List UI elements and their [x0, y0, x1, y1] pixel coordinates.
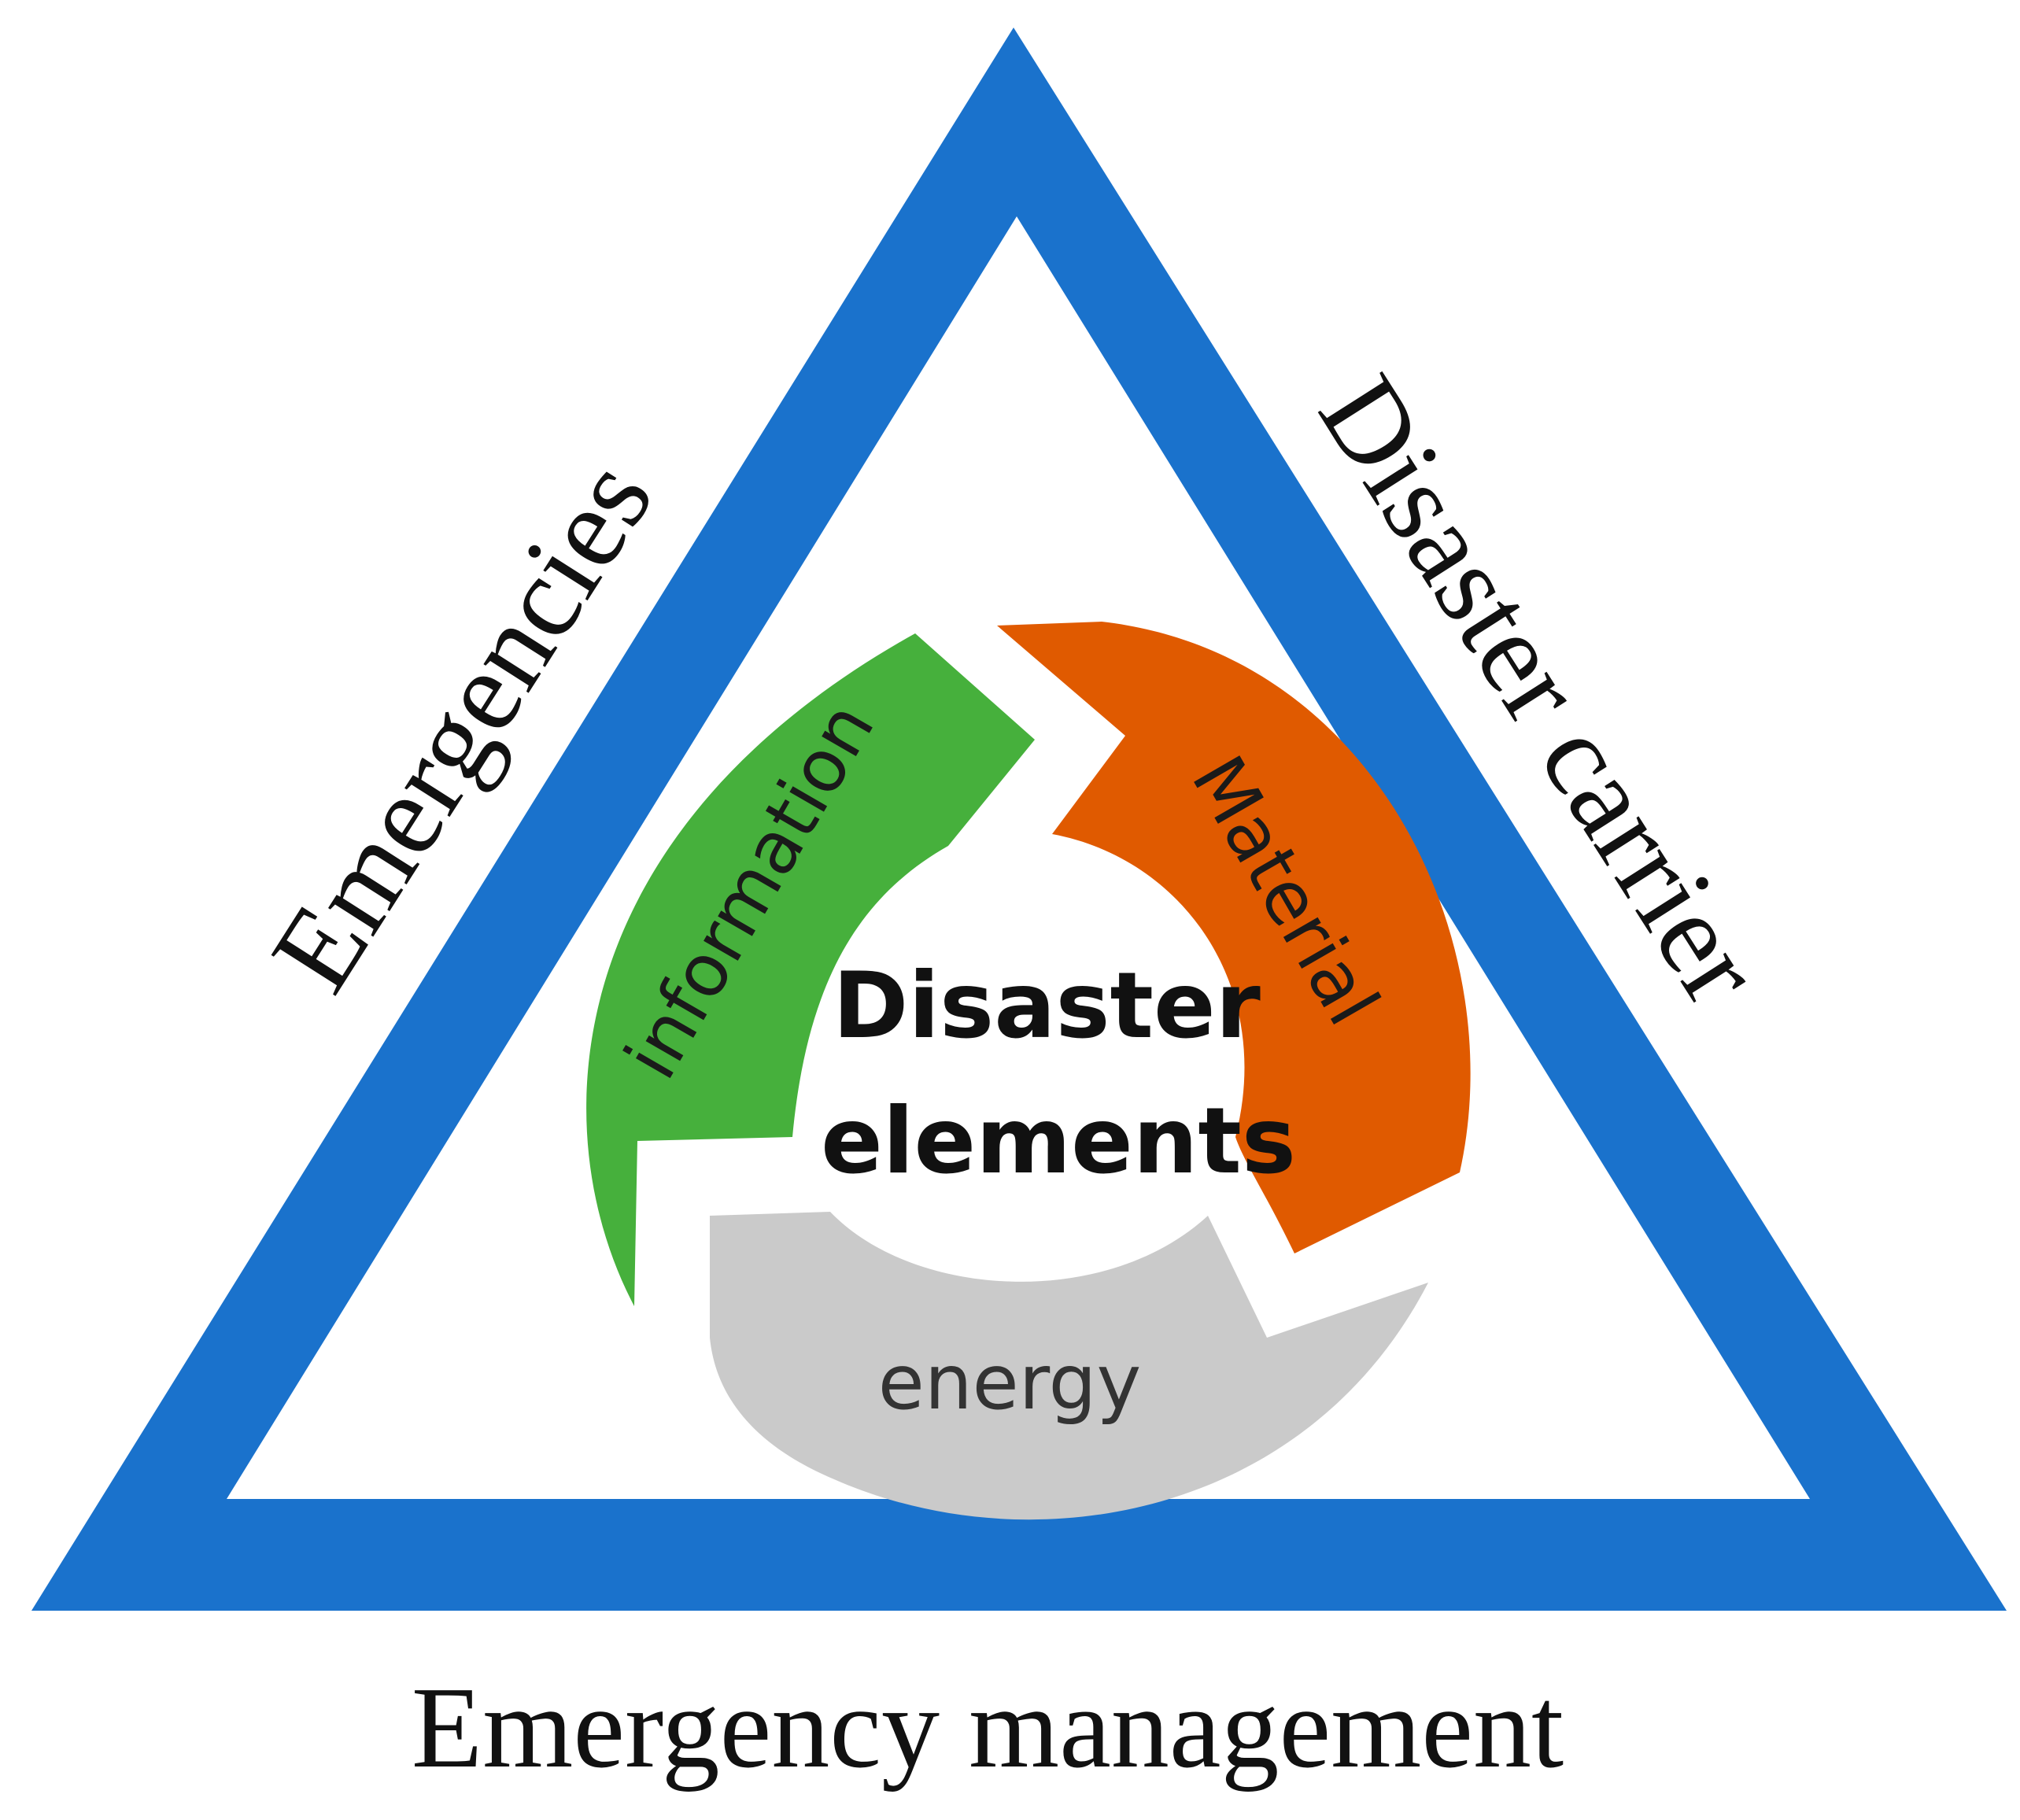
- triangle-frame: [31, 28, 2007, 1611]
- energy-arrow: [710, 1212, 1428, 1520]
- material-arrow: [997, 622, 1471, 1253]
- information-arrow: [586, 633, 1035, 1306]
- center-label-line2: elements: [821, 1088, 1296, 1194]
- energy-label: energy: [878, 1338, 1142, 1427]
- bottom-label: Emergency management: [412, 1663, 1564, 1792]
- center-label-line1: Disaster: [833, 953, 1261, 1059]
